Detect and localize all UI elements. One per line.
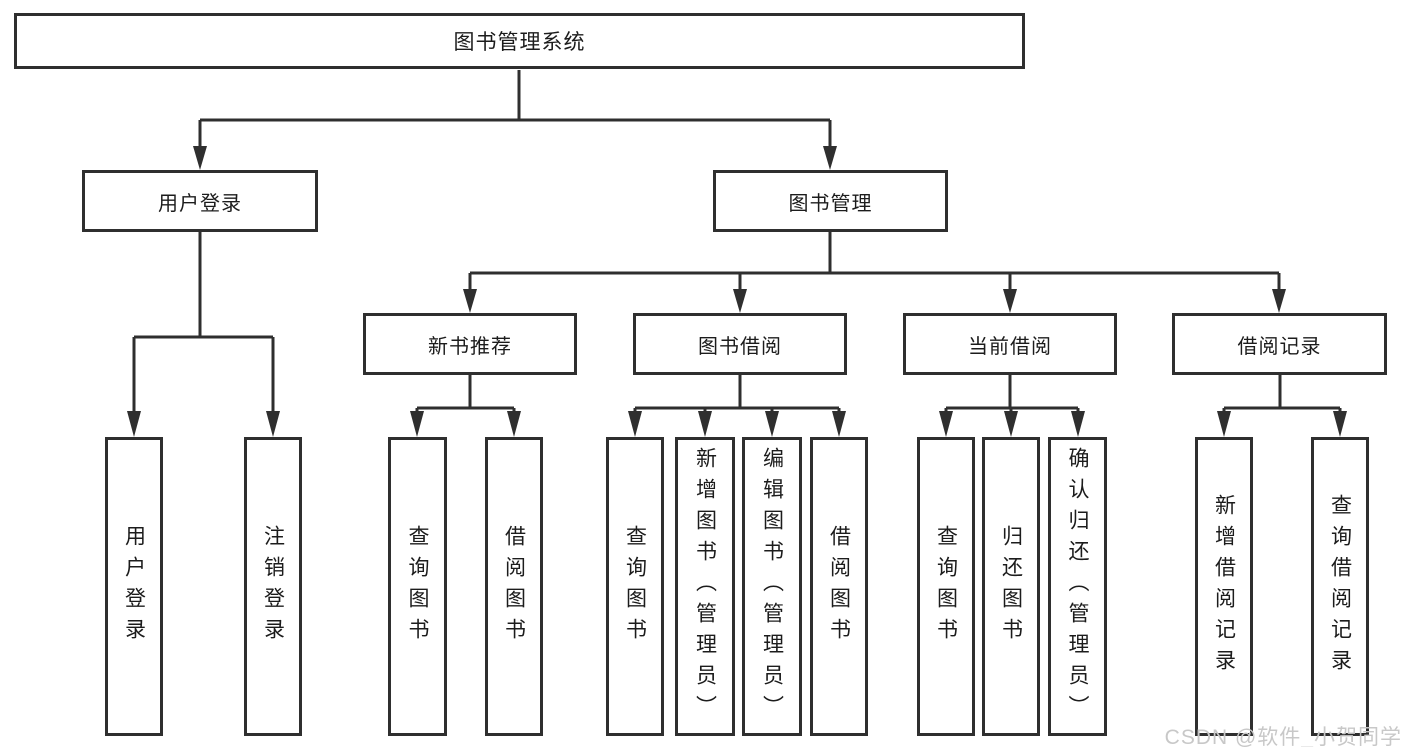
leaf-return-books: 归还图书 [982, 437, 1040, 736]
node-book-borrowing: 图书借阅 [633, 313, 847, 375]
leaf-edit-books-admin-label: 编辑图书（管理员） [760, 447, 784, 726]
leaf-borrow-books-recommend-label: 借阅图书 [502, 524, 526, 649]
leaf-confirm-return-admin-label: 确认归还（管理员） [1066, 447, 1089, 726]
node-new-book-recommendation: 新书推荐 [363, 313, 577, 375]
leaf-user-login-label: 用户登录 [122, 524, 146, 649]
leaf-confirm-return-admin: 确认归还（管理员） [1048, 437, 1107, 736]
leaf-query-books-current: 查询图书 [917, 437, 975, 736]
leaf-edit-books-admin: 编辑图书（管理员） [742, 437, 802, 736]
arrowheads [127, 146, 1347, 437]
leaf-borrow-books-recommend: 借阅图书 [485, 437, 543, 736]
leaf-logout: 注销登录 [244, 437, 302, 736]
node-library-management-system: 图书管理系统 [14, 13, 1025, 69]
node-current-borrowing: 当前借阅 [903, 313, 1117, 375]
node-user-login: 用户登录 [82, 170, 318, 232]
leaf-query-books-borrowing: 查询图书 [606, 437, 664, 736]
leaf-borrow-books-borrowing-label: 借阅图书 [827, 524, 851, 649]
leaf-add-books-admin: 新增图书（管理员） [675, 437, 735, 736]
leaf-user-login: 用户登录 [105, 437, 163, 736]
leaf-query-borrowing-record: 查询借阅记录 [1311, 437, 1369, 736]
leaf-query-borrowing-record-label: 查询借阅记录 [1328, 493, 1352, 680]
leaf-query-books-recommend-label: 查询图书 [406, 524, 429, 649]
leaf-query-books-current-label: 查询图书 [934, 524, 958, 649]
leaf-add-borrowing-record-label: 新增借阅记录 [1212, 493, 1236, 680]
node-borrowing-records: 借阅记录 [1172, 313, 1387, 375]
node-book-management: 图书管理 [713, 170, 948, 232]
leaf-query-books-borrowing-label: 查询图书 [623, 524, 647, 649]
leaf-add-books-admin-label: 新增图书（管理员） [693, 447, 717, 726]
leaf-return-books-label: 归还图书 [999, 524, 1023, 649]
leaf-query-books-recommend: 查询图书 [388, 437, 447, 736]
leaf-borrow-books-borrowing: 借阅图书 [810, 437, 868, 736]
leaf-logout-label: 注销登录 [261, 524, 285, 649]
leaf-add-borrowing-record: 新增借阅记录 [1195, 437, 1253, 736]
